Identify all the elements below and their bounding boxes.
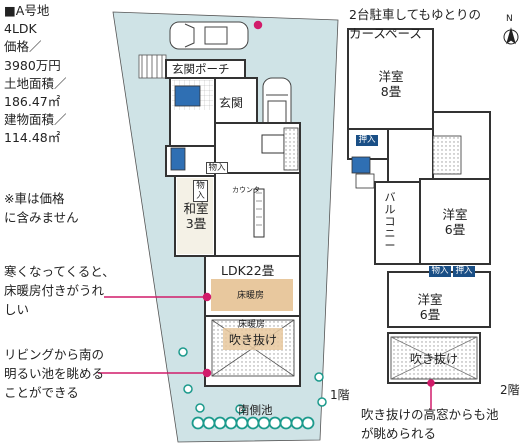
first-floor-label: 1階 — [330, 388, 350, 402]
parking-note: 2台駐車してもゆとりの カースペース — [349, 7, 481, 41]
atrium-window-note: 吹き抜けの高窓からも池 が眺められる — [361, 407, 499, 441]
car-top — [169, 21, 249, 50]
closet-1-label: 押入 — [356, 135, 378, 146]
sink-1 — [170, 147, 186, 171]
kitchen-counter — [253, 188, 265, 238]
storage-2f-label: 物入 — [429, 266, 451, 277]
entrance-porch-label: 玄関ポーチ — [172, 62, 230, 76]
japanese-room-label: 和室 3畳 — [183, 201, 209, 231]
atrium-1f-label: 吹き抜け — [229, 333, 278, 347]
stairs-2f — [432, 135, 462, 175]
lot-title: ■A号地 — [4, 3, 50, 18]
car-note: ※車は価格 に含みません — [4, 191, 79, 225]
bath-tub — [174, 85, 201, 107]
second-floor-walls — [347, 28, 491, 384]
land-area-value: 186.47㎡ — [4, 94, 61, 110]
land-area-label: 土地面積／ — [4, 75, 67, 91]
heating-note: 寒くなってくると、 床暖房付きがうれ しい — [4, 264, 115, 317]
western-room-1-label: 洋室 8畳 — [378, 69, 404, 99]
sink-2 — [351, 156, 371, 174]
toilet-2 — [355, 173, 375, 189]
floor-heating-2 — [223, 328, 283, 350]
compass-icon — [503, 27, 519, 45]
second-floor-label: 2階 — [500, 383, 520, 397]
compass-label: N — [506, 14, 513, 24]
stairs-1f — [283, 127, 299, 171]
closet-2-label: 押入 — [453, 266, 475, 277]
pond-view-note: リビングから南の 明るい池を眺める ことができる — [4, 347, 105, 400]
building-area-label: 建物面積／ — [4, 112, 67, 128]
floor-heating-2-label: 床暖房 — [238, 320, 266, 330]
yard-shrubs — [178, 347, 327, 414]
storage-a-label: 物入 — [193, 180, 208, 202]
leader-lines — [98, 20, 435, 410]
entrance-label: 玄関 — [219, 96, 244, 110]
porch-steps — [138, 54, 167, 79]
ldk-label: LDK22畳 — [221, 263, 275, 278]
storage-b-label: 物入 — [206, 162, 228, 174]
lot-layout: 4LDK — [4, 21, 37, 37]
counter-label: カウンタ — [232, 186, 260, 194]
atrium-2f-cross — [390, 336, 478, 380]
lot-info: ■A号地 4LDK 価格／ 3980万円 土地面積／ 186.47㎡ 建物面積／… — [4, 2, 67, 148]
western-room-3-label: 洋室 6畳 — [417, 292, 443, 322]
balcony-label: バルコニー — [384, 191, 396, 252]
building-area-value: 114.48㎡ — [4, 130, 61, 146]
price-label: 価格／ — [4, 39, 42, 55]
south-hedge — [191, 416, 315, 430]
toilet-1 — [261, 134, 285, 154]
kitchen-counter-lines — [256, 192, 262, 226]
south-pond-label: 南側池 — [238, 403, 273, 417]
western-room-2-label: 洋室 6畳 — [442, 207, 468, 237]
atrium-2f-label: 吹き抜け — [410, 352, 459, 366]
floor-heating-1-label: 床暖房 — [237, 291, 265, 301]
floor-heating-1 — [211, 279, 293, 311]
price-value: 3980万円 — [4, 57, 61, 73]
